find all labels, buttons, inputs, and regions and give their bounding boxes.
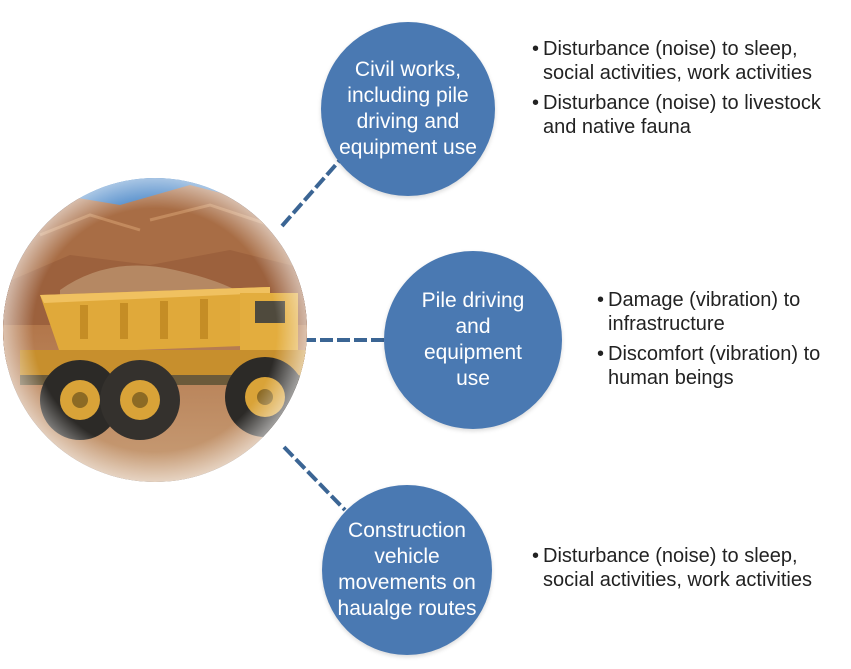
node-civil-works: Civil works, including pile driving and …	[321, 22, 495, 196]
node-pile-driving-label: Pile driving and equipment use	[421, 289, 525, 390]
impact-item: Damage (vibration) to infrastructure	[597, 288, 851, 336]
impact-item: Disturbance (noise) to sleep, social act…	[532, 37, 837, 85]
impacts-pile-driving: Damage (vibration) to infrastructure Dis…	[597, 288, 851, 396]
connector-top	[280, 158, 342, 228]
impact-item: Discomfort (vibration) to human beings	[597, 342, 851, 390]
node-construction-vehicles: Construction vehicle movements on haualg…	[322, 485, 492, 655]
node-civil-works-label: Civil works, including pile driving and …	[339, 58, 477, 159]
haul-truck-photo	[0, 175, 310, 485]
node-pile-driving: Pile driving and equipment use	[384, 251, 562, 429]
impact-item: Disturbance (noise) to sleep, social act…	[532, 544, 837, 592]
impact-item: Disturbance (noise) to livestock and nat…	[532, 91, 837, 139]
node-construction-vehicles-label: Construction vehicle movements on haualg…	[337, 519, 477, 620]
impacts-civil-works: Disturbance (noise) to sleep, social act…	[532, 37, 837, 145]
connector-bottom	[282, 445, 347, 512]
impacts-construction-vehicles: Disturbance (noise) to sleep, social act…	[532, 544, 837, 598]
